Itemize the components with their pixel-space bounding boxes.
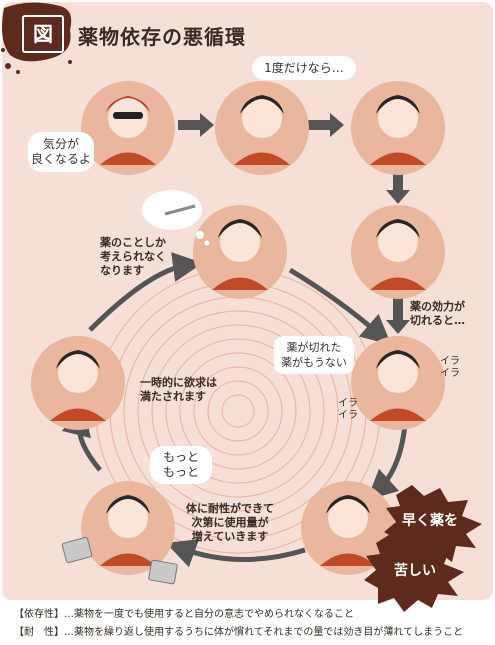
irritation-text-2: イラ イラ [338, 398, 358, 421]
definition-text: …薬物を一度でも使用すると自分の意志でやめられなくなること [64, 609, 354, 620]
title-splatter [1, 2, 72, 74]
more-text: もっと もっと [162, 450, 199, 479]
step-arrows [178, 113, 410, 334]
suffering-text: 苦しい [394, 563, 436, 579]
cycle-arrows [61, 252, 408, 568]
person-relieved-icon [50, 350, 106, 421]
person-using-icon [100, 495, 156, 566]
person-sunglasses-icon [100, 96, 156, 165]
just-once-text: 1度だけなら… [264, 60, 344, 75]
person-suffering-icon [320, 495, 376, 566]
tolerance-text: 体に耐性ができて 次第に使用量が 増えていきます [186, 502, 274, 543]
satisfied-text: 一時的に欲求は 満たされます [140, 376, 217, 403]
definition-term: 【耐 性】 [14, 627, 64, 638]
syringe-icon [164, 204, 196, 216]
definition-term: 【依存性】 [14, 609, 64, 620]
feeling-good-text: 気分が 良くなるよ [30, 137, 91, 166]
speech-bubble-just-once: 1度だけなら… [252, 56, 356, 80]
quickly-text: 早く薬を [402, 513, 458, 529]
thought-cloud [142, 190, 210, 246]
definition-tolerance: 【耐 性】…薬物を繰り返し使用するうちに体が慣れてそれまでの量では効き目が薄れて… [14, 623, 463, 638]
figures [50, 95, 426, 566]
definition-text: …薬物を繰り返し使用するうちに体が慣れてそれまでの量では効き目が薄れてしまうこと [64, 627, 464, 638]
person-thinking-icon [212, 219, 268, 290]
person-uneasy-icon [370, 95, 426, 165]
only-drugs-text: 薬のことしか 考えられなく なります [100, 236, 166, 277]
starbursts [364, 485, 482, 612]
person-worried-icon [234, 95, 290, 165]
speech-bubble-when-out: 薬が切れた 薬がもうない [274, 336, 354, 374]
speech-bubble-more: もっと もっと [150, 446, 212, 484]
irritation-text-1: イラ イラ [440, 356, 460, 379]
page-title: 薬物依存の悪循環 [78, 25, 246, 49]
definition-dependence: 【依存性】…薬物を一度でも使用すると自分の意志でやめられなくなること [14, 605, 354, 620]
title-badge: 図 [22, 15, 64, 53]
person-irritated-icon [370, 350, 426, 421]
when-out-text: 薬が切れた 薬がもうない [281, 341, 347, 369]
wearing-off-text: 薬の効力が 切れると… [410, 300, 465, 327]
person-anxious-icon [370, 219, 426, 290]
speech-bubble-feeling-good: 気分が 良くなるよ [28, 132, 94, 172]
